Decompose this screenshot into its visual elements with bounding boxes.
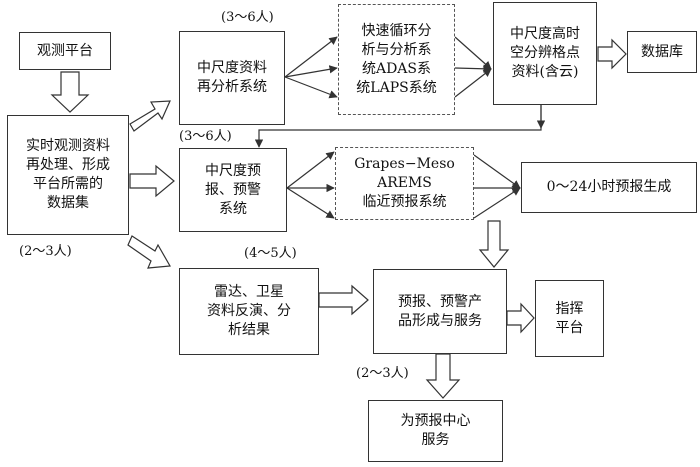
node-grapes-arems: Grapes−Meso AREMS 临近预报系统	[335, 147, 474, 220]
label-radar-staff: (4～5人)	[244, 246, 297, 261]
block-arrow-product-to-command	[506, 302, 535, 334]
line-forecast-to-grapes-1	[286, 151, 335, 189]
line-reanalysis-to-adas-3	[284, 76, 338, 99]
block-arrow-processing-to-reanalysis	[129, 100, 171, 132]
block-arrow-grapes-to-product	[478, 220, 510, 268]
block-arrow-obs-to-processing	[50, 71, 90, 113]
label-reanalysis-staff: (3～6人)	[221, 10, 274, 25]
node-highres-grid: 中尺度高时 空分辨格点 资料(含云)	[493, 2, 597, 105]
block-arrow-processing-to-forecast	[129, 164, 175, 198]
line-grapes-to-forecast24-3	[473, 187, 521, 219]
line-adas-to-grid-2	[454, 64, 492, 73]
node-database: 数据库	[627, 31, 697, 73]
node-product-service: 预报、预警产 品形成与服务	[373, 269, 507, 354]
line-forecast-to-grapes-3	[286, 187, 335, 219]
block-arrow-processing-to-radar	[127, 235, 171, 269]
node-adas-laps: 快速循环分 析与分析系 统ADAS系 统LAPS系统	[338, 4, 455, 115]
block-arrow-product-to-center	[425, 353, 461, 399]
line-reanalysis-to-adas-1	[284, 36, 338, 78]
node-forecast-0-24h: 0～24小时预报生成	[521, 162, 697, 213]
line-grapes-to-forecast24-1	[473, 154, 521, 189]
node-command-platform: 指挥 平台	[535, 280, 604, 357]
line-adas-to-grid-3	[454, 68, 492, 98]
node-realtime-processing: 实时观测资料 再处理、形成 平台所需的 数据集	[7, 115, 129, 235]
node-center-service: 为预报中心 服务	[368, 400, 503, 462]
node-mesoscale-reanalysis: 中尺度资料 再分析系统	[179, 31, 285, 125]
label-forecast-staff: (3～6人)	[179, 129, 232, 144]
node-radar-satellite: 雷达、卫星 资料反演、分 析结果	[179, 268, 319, 355]
line-reanalysis-to-adas-2	[284, 65, 338, 78]
label-service-staff: (2～3人)	[356, 366, 409, 381]
node-observation-platform: 观测平台	[19, 32, 111, 70]
label-processing-staff: (2～3人)	[19, 244, 72, 259]
node-mesoscale-forecast: 中尺度预 报、预警 系统	[179, 148, 287, 232]
block-arrow-radar-to-product	[318, 284, 369, 316]
line-adas-to-grid-1	[454, 36, 492, 70]
block-arrow-grid-to-database	[597, 38, 627, 70]
